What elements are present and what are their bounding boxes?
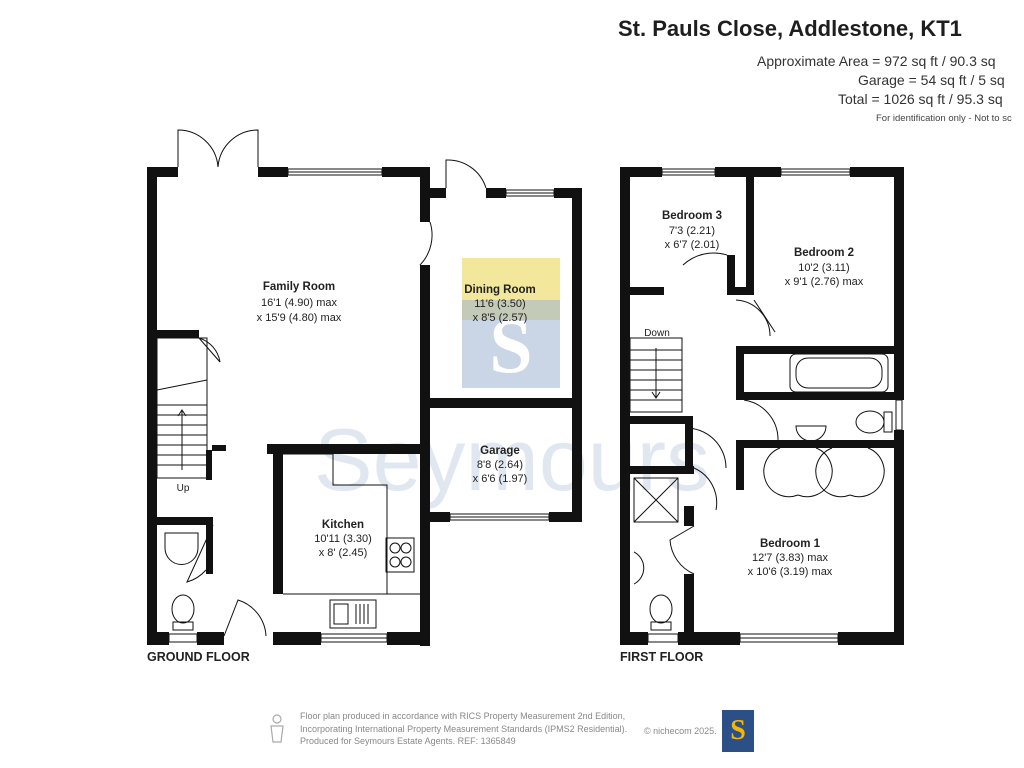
- watermark: S Seymours: [314, 300, 710, 509]
- first-floor-stairs: [629, 337, 683, 413]
- family-room-name: Family Room: [263, 281, 335, 293]
- cloakroom-toilet-icon: [171, 594, 195, 624]
- first-floor-windows: [647, 168, 903, 643]
- disclaimer: For identification only - Not to sc: [876, 113, 1012, 124]
- first-floor-plan: Bedroom 3 7'3 (2.21) x 6'7 (2.01) Bedroo…: [620, 167, 904, 664]
- first-floor-room-labels: Bedroom 3 7'3 (2.21) x 6'7 (2.01) Bedroo…: [620, 210, 864, 664]
- ensuite-toilet-icon: [649, 594, 673, 624]
- cloakroom-basin-icon: [164, 532, 199, 565]
- footer: Floor plan produced in accordance with R…: [264, 706, 764, 756]
- total-area: Total = 1026 sq ft / 95.3 sq: [838, 91, 1003, 107]
- first-floor-doors: [669, 252, 885, 575]
- shower-icon: [633, 477, 679, 523]
- first-floor-label: FIRST FLOOR: [620, 650, 703, 664]
- stairs-down-label: Down: [644, 328, 670, 339]
- ground-floor-doors: [177, 129, 487, 637]
- ground-floor-room-labels: Family Room 16'1 (4.90) max x 15'9 (4.80…: [147, 281, 536, 664]
- garage-dim2: x 6'6 (1.97): [473, 473, 528, 485]
- bedroom-1-dim2: x 10'6 (3.19) max: [748, 566, 833, 578]
- bathroom-basin-icon: [795, 425, 827, 442]
- dining-room-dim2: x 8'5 (2.57): [473, 312, 528, 324]
- stairs-up-label: Up: [177, 483, 190, 494]
- garage-area: Garage = 54 sq ft / 5 sq: [858, 72, 1005, 88]
- bedroom-3-name: Bedroom 3: [662, 210, 722, 222]
- bedroom-1-dim1: 12'7 (3.83) max: [752, 552, 829, 564]
- bathroom-toilet-icon: [855, 410, 885, 434]
- kitchen-dim1: 10'11 (3.30): [314, 533, 372, 545]
- garage-dim1: 8'8 (2.64): [477, 459, 523, 471]
- ground-floor-plan: Family Room 16'1 (4.90) max x 15'9 (4.80…: [147, 129, 582, 664]
- family-room-dim2: x 15'9 (4.80) max: [257, 312, 342, 324]
- garage-name: Garage: [480, 445, 520, 457]
- seymours-logo: S: [722, 710, 754, 752]
- ground-floor-fixtures: [164, 453, 420, 631]
- watermark-logo-letter: S: [489, 302, 532, 389]
- ground-floor-walls: [147, 167, 582, 646]
- kitchen-sink-icon: [329, 599, 377, 629]
- ground-floor-windows: [168, 168, 555, 643]
- copyright: © nichecom 2025.: [644, 726, 717, 736]
- bedroom-2-name: Bedroom 2: [794, 247, 854, 259]
- footer-line-3: Produced for Seymours Estate Agents. REF…: [300, 736, 516, 746]
- ground-floor-stairs: [156, 337, 208, 479]
- bath-icon: [789, 353, 889, 393]
- seymours-logo-letter: S: [730, 715, 746, 746]
- bedroom-3-dim2: x 6'7 (2.01): [665, 239, 720, 251]
- hob-icon: [385, 537, 415, 573]
- first-floor-fixtures: [633, 353, 893, 631]
- bedroom-3-dim1: 7'3 (2.21): [669, 225, 715, 237]
- footer-line-1: Floor plan produced in accordance with R…: [300, 711, 626, 721]
- property-address: St. Pauls Close, Addlestone, KT1: [618, 16, 962, 41]
- kitchen-dim2: x 8' (2.45): [319, 547, 368, 559]
- dining-room-name: Dining Room: [464, 284, 536, 296]
- family-room-dim1: 16'1 (4.90) max: [261, 297, 338, 309]
- footer-text: Floor plan produced in accordance with R…: [300, 710, 627, 748]
- watermark-text: Seymours: [314, 410, 710, 509]
- first-floor-walls: [620, 167, 904, 645]
- ground-floor-label: GROUND FLOOR: [147, 650, 250, 664]
- bedroom-2-dim1: 10'2 (3.11): [798, 262, 849, 274]
- measurement-standard-icon: [270, 714, 284, 743]
- kitchen-name: Kitchen: [322, 519, 364, 531]
- approximate-area: Approximate Area = 972 sq ft / 90.3 sq: [757, 53, 996, 69]
- bedroom-1-name: Bedroom 1: [760, 538, 821, 550]
- footer-line-2: Incorporating International Property Mea…: [300, 723, 628, 734]
- ensuite-basin-icon: [633, 551, 645, 585]
- bedroom-2-dim2: x 9'1 (2.76) max: [785, 276, 864, 288]
- dining-room-dim1: 11'6 (3.50): [474, 298, 525, 310]
